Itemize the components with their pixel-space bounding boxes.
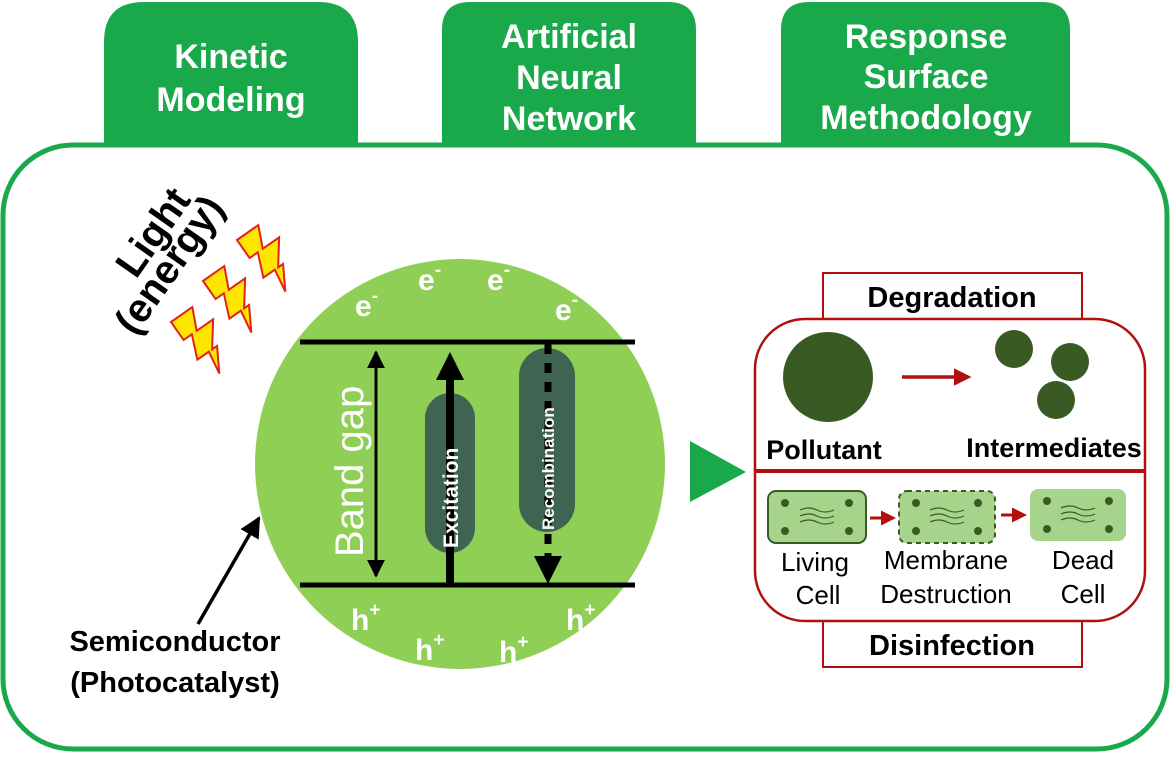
tab-kinetic-line-2: Modeling — [156, 81, 305, 119]
degradation-title: Degradation — [867, 282, 1036, 314]
dead-cell-icon — [1030, 489, 1126, 541]
hole-4: h+ — [566, 600, 595, 637]
intermediate-circle-3 — [1037, 381, 1075, 419]
holes: h+ h+ h+ h+ — [351, 600, 595, 669]
hole-3: h+ — [499, 632, 528, 669]
hole-1: h+ — [351, 600, 380, 637]
electron-1: e- — [355, 286, 378, 323]
hole-2: h+ — [415, 630, 444, 667]
tab-response-surface-methodology: Response Surface Methodology — [781, 2, 1070, 150]
excitation-label: Excitation — [440, 448, 463, 548]
band-gap-label: Band gap — [328, 386, 372, 557]
tab-ann-line-2: Neural — [516, 59, 622, 97]
photocatalyst-label: (Photocatalyst) — [70, 667, 279, 699]
tab-ann-line-3: Network — [502, 100, 636, 138]
disinfection-title-box — [822, 618, 1083, 668]
electrons: e- e- e- e- — [355, 260, 578, 327]
tab-ann-line-1: Artificial — [501, 18, 637, 56]
membrane-label-2: Destruction — [880, 579, 1012, 609]
semiconductor-label: Semiconductor — [69, 626, 280, 658]
tab-rsm-line-1: Response — [845, 18, 1008, 56]
intermediates-label: Intermediates — [966, 433, 1142, 463]
degradation-title-box — [822, 272, 1083, 322]
semiconductor-pointer-arrow — [196, 516, 261, 625]
tab-kinetic-line-1: Kinetic — [174, 38, 287, 76]
living-cell-label-2: Cell — [796, 580, 841, 610]
tab-kinetic-modeling: Kinetic Modeling — [104, 2, 358, 150]
living-cell-icon — [767, 490, 867, 544]
electron-2: e- — [418, 260, 441, 297]
pollutant-circle — [783, 332, 873, 422]
intermediate-circle-2 — [1051, 343, 1089, 381]
membrane-label-1: Membrane — [884, 545, 1008, 575]
disinfection-title: Disinfection — [869, 630, 1035, 662]
electron-3: e- — [487, 260, 510, 297]
membrane-destruction-icon — [898, 490, 996, 544]
tab-rsm-line-2: Surface — [864, 58, 989, 96]
recombination-arrowhead — [534, 556, 562, 584]
electron-4: e- — [555, 290, 578, 327]
pollutant-label: Pollutant — [766, 435, 882, 465]
tab-rsm-line-3: Methodology — [820, 99, 1032, 137]
excitation-arrowhead — [436, 352, 464, 380]
living-cell-label-1: Living — [781, 547, 849, 577]
intermediate-circle-1 — [995, 330, 1033, 368]
dead-cell-label-1: Dead — [1052, 545, 1114, 575]
recombination-label: Recombination — [539, 407, 558, 530]
dead-cell-label-2: Cell — [1061, 579, 1106, 609]
tab-artificial-neural-network: Artificial Neural Network — [442, 2, 696, 150]
process-arrow — [690, 441, 746, 502]
